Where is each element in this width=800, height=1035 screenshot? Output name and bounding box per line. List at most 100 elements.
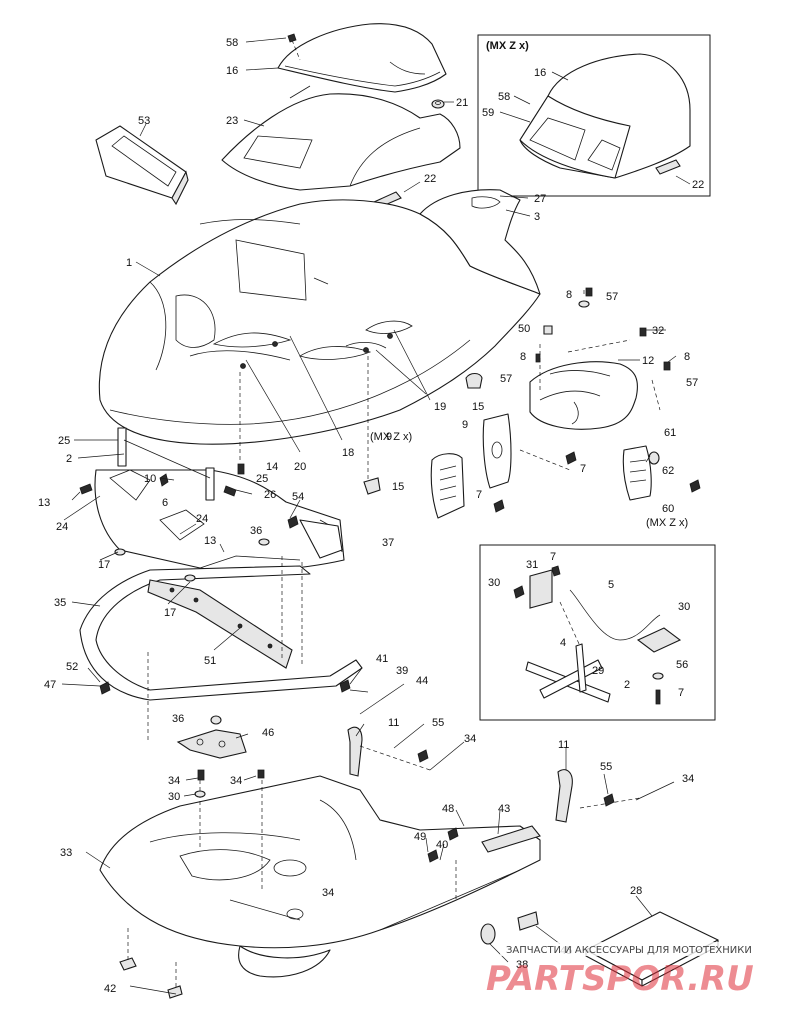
callout-39: 39 <box>396 665 408 677</box>
callout-58-inset: 58 <box>498 91 510 103</box>
mount-part-46 <box>176 729 247 759</box>
bumper-part-35 <box>79 565 363 701</box>
vent-part-9-right <box>482 413 512 489</box>
callout-32: 32 <box>652 325 664 337</box>
plate-part-30 <box>636 627 682 653</box>
callout-57-c: 57 <box>500 373 512 385</box>
side-panel-part-12 <box>529 361 638 430</box>
inset-plug-part-22 <box>655 159 681 175</box>
trim-part-11-left <box>347 726 363 777</box>
callout-55: 55 <box>432 717 444 729</box>
callout-23: 23 <box>226 115 238 127</box>
assembly-line <box>559 601 581 647</box>
callout-12: 12 <box>642 355 654 367</box>
callout-2-b: 2 <box>624 679 630 691</box>
callout-36: 36 <box>250 525 262 537</box>
callout-50: 50 <box>518 323 530 335</box>
callout-8: 8 <box>566 289 572 301</box>
callout-57: 57 <box>606 291 618 303</box>
hood-panel-part <box>221 85 461 191</box>
callout-16: 16 <box>226 65 238 77</box>
watermark-logo-text: PARTSPOR.RU <box>486 959 754 999</box>
vent-part-9-left <box>430 453 465 519</box>
callout-14: 14 <box>266 461 278 473</box>
vent-part-60 <box>622 445 652 501</box>
callout-22: 22 <box>424 173 436 185</box>
plug-part-38 <box>480 923 496 945</box>
trim-part-11-right <box>555 769 573 823</box>
callout-24-b: 24 <box>196 513 208 525</box>
cable-part-5 <box>569 589 661 641</box>
callout-8-c: 8 <box>684 351 690 363</box>
nut-part-42 <box>119 957 183 999</box>
callout-10: 10 <box>144 473 156 485</box>
callout-37: 37 <box>382 537 394 549</box>
inset-title-mid: (MX Z x) <box>370 431 412 443</box>
leader-lines <box>61 37 691 995</box>
callout-34-b: 34 <box>168 775 180 787</box>
callout-48: 48 <box>442 803 454 815</box>
plate-part-31 <box>529 569 553 609</box>
callout-34-e: 34 <box>322 887 334 899</box>
windshield-part <box>277 23 447 93</box>
callout-56: 56 <box>676 659 688 671</box>
callout-1: 1 <box>126 257 132 269</box>
callout-2: 2 <box>66 453 72 465</box>
callout-52: 52 <box>66 661 78 673</box>
callout-13: 13 <box>38 497 50 509</box>
callout-47: 47 <box>44 679 56 691</box>
callout-15: 15 <box>472 401 484 413</box>
callout-34-d: 34 <box>682 773 694 785</box>
callout-30-c: 30 <box>168 791 180 803</box>
inset-title-top: (MX Z x) <box>486 40 529 52</box>
callout-43: 43 <box>498 803 510 815</box>
callout-33: 33 <box>60 847 72 859</box>
callout-46: 46 <box>262 727 274 739</box>
callout-51: 51 <box>204 655 216 667</box>
callout-18: 18 <box>342 447 354 459</box>
callout-7-b: 7 <box>476 489 482 501</box>
callout-61: 61 <box>664 427 676 439</box>
callout-53: 53 <box>138 115 150 127</box>
callout-labels: 58 16 21 23 53 22 27 3 1 16 58 59 22 8 5… <box>38 37 704 995</box>
callout-13-b: 13 <box>204 535 216 547</box>
callout-62: 62 <box>662 465 674 477</box>
callout-24: 24 <box>56 521 68 533</box>
callout-7-c: 7 <box>550 551 556 563</box>
inset-frame-mid-right <box>479 544 716 721</box>
callout-30: 30 <box>488 577 500 589</box>
callout-5: 5 <box>608 579 614 591</box>
inset-frame-top-right <box>477 34 711 197</box>
callout-25-b: 25 <box>256 473 268 485</box>
inset-windshield-part <box>519 53 691 179</box>
callout-42: 42 <box>104 983 116 995</box>
watermark-strip-text: ЗАПЧАСТИ И АКСЕССУАРЫ ДЛЯ МОТОТЕХНИКИ <box>506 945 752 956</box>
tag-part-45 <box>517 911 539 931</box>
grommet-part-61 <box>648 451 660 465</box>
callout-34: 34 <box>464 733 476 745</box>
bumper-part-43 <box>481 825 541 853</box>
assembly-line <box>359 745 431 771</box>
callout-11: 11 <box>388 717 399 729</box>
callout-34-c: 34 <box>230 775 242 787</box>
callout-16-inset: 16 <box>534 67 546 79</box>
bracket-part-51 <box>147 579 293 669</box>
fastener-group <box>79 33 701 863</box>
callout-17-b: 17 <box>164 607 176 619</box>
callout-29: 29 <box>592 665 604 677</box>
main-hood-part <box>98 189 541 445</box>
callout-9-b: 9 <box>462 419 468 431</box>
callout-27: 27 <box>534 193 546 205</box>
callout-21: 21 <box>456 97 468 109</box>
callout-35: 35 <box>54 597 66 609</box>
assembly-line <box>567 339 631 353</box>
callout-7: 7 <box>580 463 586 475</box>
callout-8-b: 8 <box>520 351 526 363</box>
nut-part-36 <box>210 715 222 725</box>
callout-28: 28 <box>630 885 642 897</box>
callout-31: 31 <box>526 559 538 571</box>
callout-41: 41 <box>376 653 388 665</box>
callout-30-b: 30 <box>678 601 690 613</box>
callout-22-inset: 22 <box>692 179 704 191</box>
callout-58: 58 <box>226 37 238 49</box>
